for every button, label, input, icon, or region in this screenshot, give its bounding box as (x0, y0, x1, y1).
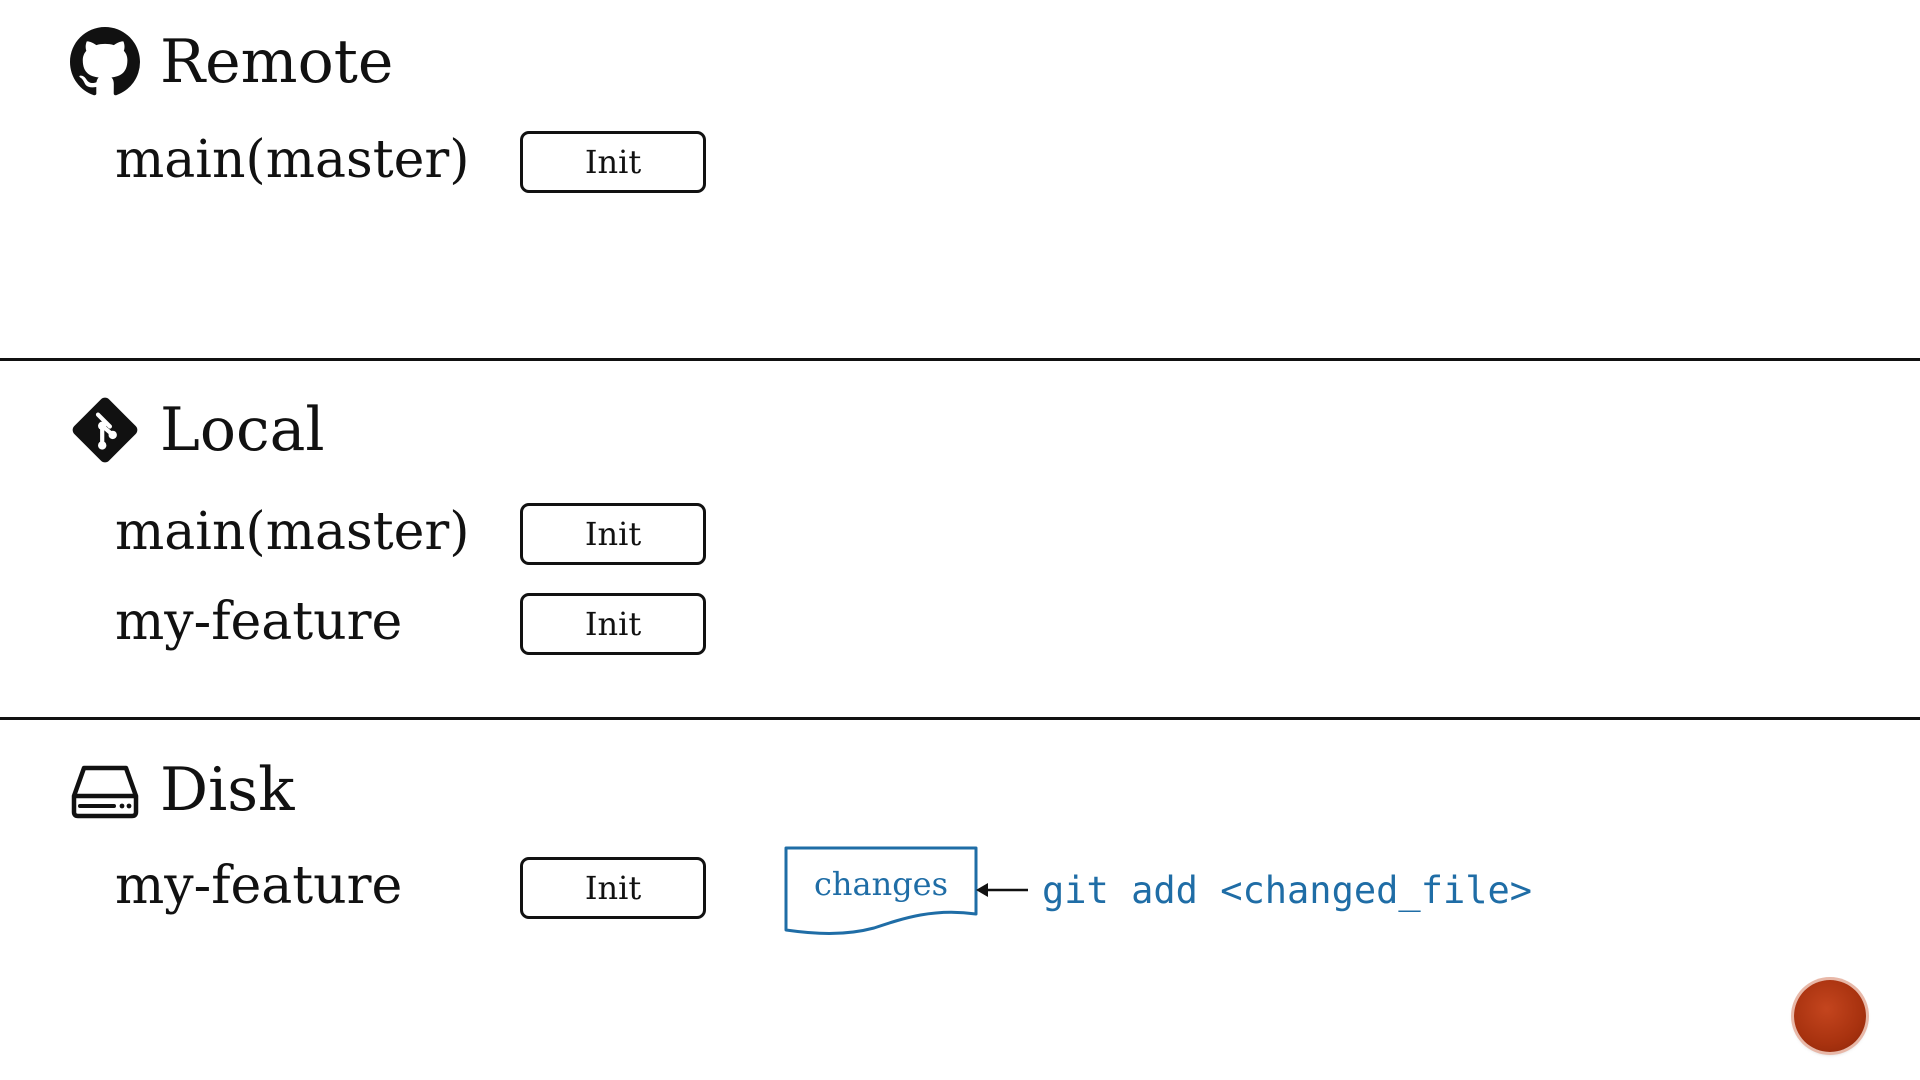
changes-document-shape (784, 846, 978, 935)
local-branch-main: main(master) (115, 502, 470, 562)
disk-section-header: Disk (70, 754, 294, 826)
hard-drive-icon (71, 765, 139, 819)
local-branch-my-feature: my-feature (115, 592, 403, 652)
remote-main-commit-init[interactable]: Init (520, 131, 706, 193)
disk-title: Disk (160, 755, 295, 825)
divider-remote-local (0, 358, 1920, 361)
local-my-feature-commit-init[interactable]: Init (520, 593, 706, 655)
commit-label: Init (584, 143, 642, 181)
changes-label: changes (813, 865, 949, 903)
git-add-command: git add <changed_file> (1042, 869, 1533, 912)
disk-branch-my-feature: my-feature (115, 856, 403, 916)
record-button[interactable] (1794, 980, 1866, 1052)
git-icon (72, 397, 138, 463)
local-title: Local (160, 395, 325, 465)
commit-label: Init (584, 869, 642, 907)
remote-section-header: Remote (70, 26, 393, 98)
github-icon (70, 27, 140, 96)
arrow-left-icon (976, 883, 1028, 897)
divider-local-disk (0, 717, 1920, 720)
remote-branch-main: main(master) (115, 130, 470, 190)
commit-label: Init (584, 515, 642, 553)
local-section-header: Local (70, 394, 325, 466)
commit-label: Init (584, 605, 642, 643)
disk-my-feature-commit-init[interactable]: Init (520, 857, 706, 919)
remote-title: Remote (160, 27, 394, 97)
local-main-commit-init[interactable]: Init (520, 503, 706, 565)
